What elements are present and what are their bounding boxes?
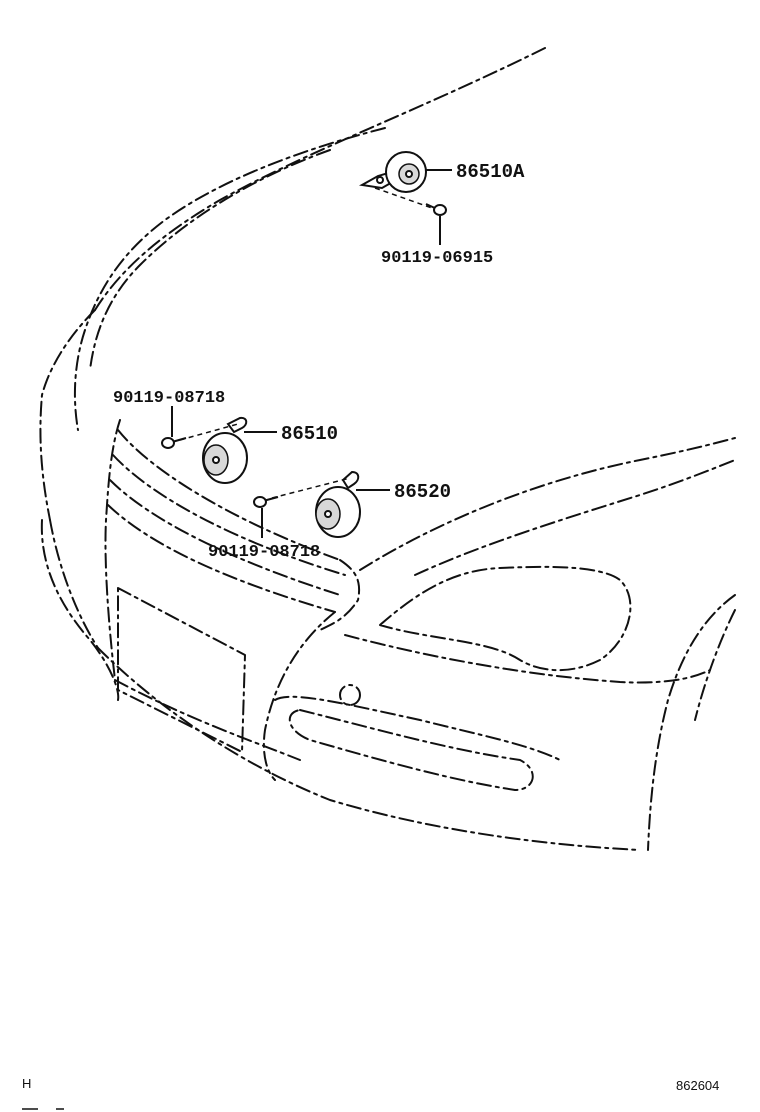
bumper-top [114,679,301,761]
headlight-lower [344,634,711,684]
left-fender [39,309,96,521]
license-plate [117,587,246,753]
callout-horn-upper: 86510A [456,161,525,183]
grille-bar-3 [109,479,341,596]
callout-bolt-left: 90119-08718 [113,389,225,408]
horn-upper-86510A [358,151,452,245]
grille-right-edge [319,559,360,631]
right-fender-top [359,437,736,571]
bumper-split [262,611,336,781]
horn-upper-center [405,170,413,178]
callout-bolt-lower: 90119-08718 [208,543,320,562]
right-fender-line [414,459,736,576]
bolt-upper [425,203,447,216]
horn-left-bolt-dash [179,423,239,441]
fog-light [339,684,361,706]
right-fender-arch [694,609,736,721]
bolt-lower [253,496,279,508]
left-bumper-side [40,519,120,701]
hood-crease [89,149,331,371]
bolt-left [161,437,187,449]
car-body-outline [39,47,736,851]
grille-bar-2 [112,454,346,576]
bumper-face [97,647,641,851]
hood-outer-edge [94,47,546,311]
horn-right-bolt-dash [271,477,351,499]
horn-left-center [212,456,220,464]
grille-bar-1 [117,429,341,561]
hood-inner-edge [73,127,386,431]
air-intake [288,709,534,791]
horn-right-86520 [253,470,390,538]
callout-bolt-upper: 90119-06915 [381,249,493,268]
right-fender-rear [647,594,736,851]
headlight [379,565,632,672]
horn-left-86510 [161,406,277,484]
left-lower-edge [49,519,99,649]
horn-upper-mount-hole [376,176,384,184]
horn-right-bracket [341,470,360,490]
grille-bar-4 [107,504,336,613]
footer-left-mark: H [22,1076,31,1091]
callout-horn-left: 86510 [281,423,338,445]
footer-diagram-code: 862604 [676,1078,719,1093]
horn-right-center [324,510,332,518]
callout-horn-right: 86520 [394,481,451,503]
grille-frame [104,419,121,681]
horn-left-bracket [226,416,248,434]
horn-upper-bolt-dash [374,187,433,209]
intake-surround [274,695,561,761]
